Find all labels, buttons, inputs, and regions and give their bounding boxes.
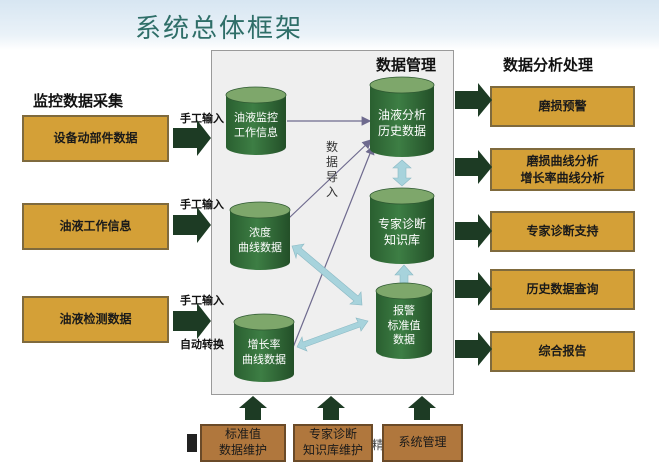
arrow-output-4 [455,272,492,306]
box-knowledge-base-maintenance: 专家诊断 知识库维护 [293,424,373,462]
box-equipment-parts-data-label: 设备动部件数据 [53,131,138,146]
box-oil-work-info: 油液工作信息 [22,203,169,250]
light-arrow-growth-alarm [296,317,369,352]
cylinder-concentration-text: 浓度 曲线数据 [230,221,290,261]
cylinder-monitor-info [225,86,287,155]
page-title: 系统总体框架 [135,14,304,44]
cylinder-concentration-line1: 浓度 [249,226,271,240]
box-standard-value-maintenance-line2: 数据维护 [218,443,267,457]
cylinder-alarm [375,282,433,359]
arrow-import-2 [291,144,375,351]
cylinder-history-text: 油液分析 历史数据 [370,100,434,146]
label-manual-input-3: 手工输入 [180,294,224,307]
cylinder-alarm-line2: 标准值 [387,318,421,332]
cylinder-history [369,76,435,157]
label-data-import-char-3: 入 [325,185,338,199]
arrow-input-3 [173,303,211,339]
cylinder-alarm-line1: 报警 [393,303,415,317]
box-wear-curve-analysis: 磨损曲线分析 增长率曲线分析 [490,148,635,191]
box-wear-curve-analysis-line2: 增长率曲线分析 [520,170,605,185]
light-arrow-history-knowledge [392,159,412,187]
box-expert-diagnosis-support: 专家诊断支持 [490,211,635,252]
label-data-import-char-2: 导 [325,170,338,184]
box-system-management: 系统管理 [382,424,463,462]
cylinder-monitor-info-line2: 工作信息 [234,126,278,139]
cylinder-knowledge [369,187,435,264]
label-manual-input-1: 手工输入 [180,112,224,125]
cylinder-alarm-line3: 数据 [393,333,415,347]
arrow-input-2 [173,207,211,243]
arrow-up-1 [239,396,267,420]
arrow-up-3 [408,396,436,420]
label-data-import: 数据导入 [325,140,339,200]
box-standard-value-maintenance: 标准值 数据维护 [200,424,286,462]
light-arrow-concentration-alarm [291,243,363,306]
arrow-output-2 [455,150,492,184]
arrow-output-5 [455,332,492,366]
box-knowledge-base-maintenance-line1: 专家诊断 [308,427,357,442]
cylinder-monitor-info-text: 油液监控 工作信息 [226,106,286,146]
label-auto-convert: 自动转换 [180,338,224,351]
box-comprehensive-report-label: 综合报告 [538,344,587,359]
arrow-import-1 [288,139,372,219]
partial-icon [187,434,197,452]
cylinder-monitor-info-line1: 油液监控 [234,111,278,125]
box-oil-test-data: 油液检测数据 [22,296,169,343]
heading-data-analysis: 数据分析处理 [503,56,594,74]
cylinder-concentration [229,201,291,270]
label-manual-input-2: 手工输入 [180,198,224,211]
label-data-import-char-1: 据 [325,155,338,169]
cylinder-growth-line2: 曲线数据 [242,353,286,366]
box-wear-warning-label: 磨损预警 [538,99,587,114]
cylinder-growth-text: 增长率 曲线数据 [234,333,294,373]
cylinder-knowledge-text: 专家诊断 知识库 [370,210,434,254]
box-knowledge-base-maintenance-line2: 知识库维护 [302,443,363,457]
cylinder-growth [233,313,295,382]
arrow-output-3 [455,214,492,248]
arrow-input-1 [173,120,211,156]
cylinder-history-line2: 历史数据 [377,124,426,138]
box-wear-warning: 磨损预警 [490,86,635,127]
partial-text: 精 [372,438,385,452]
label-data-import-char-0: 数 [325,140,338,154]
cylinder-alarm-text: 报警 标准值 数据 [376,302,432,350]
heading-monitoring: 监控数据采集 [33,92,124,110]
box-wear-curve-analysis-line1: 磨损曲线分析 [526,154,599,169]
cylinder-growth-line1: 增长率 [247,338,281,352]
title-band [0,0,659,50]
box-expert-diagnosis-support-label: 专家诊断支持 [526,224,599,239]
cylinder-concentration-line2: 曲线数据 [238,241,282,254]
box-oil-work-info-label: 油液工作信息 [59,219,132,234]
box-standard-value-maintenance-line1: 标准值 [224,427,261,442]
box-equipment-parts-data: 设备动部件数据 [22,115,169,162]
box-system-management-label: 系统管理 [398,435,447,450]
box-history-query: 历史数据查询 [490,269,635,310]
cylinder-knowledge-line1: 专家诊断 [377,216,426,231]
heading-data-management: 数据管理 [376,56,437,74]
box-oil-test-data-label: 油液检测数据 [59,312,132,327]
arrow-up-2 [317,396,345,420]
cylinder-knowledge-line2: 知识库 [383,233,420,247]
box-comprehensive-report: 综合报告 [490,331,635,372]
cylinder-history-line1: 油液分析 [377,107,426,122]
box-history-query-label: 历史数据查询 [526,282,599,297]
arrow-output-1 [455,83,492,117]
